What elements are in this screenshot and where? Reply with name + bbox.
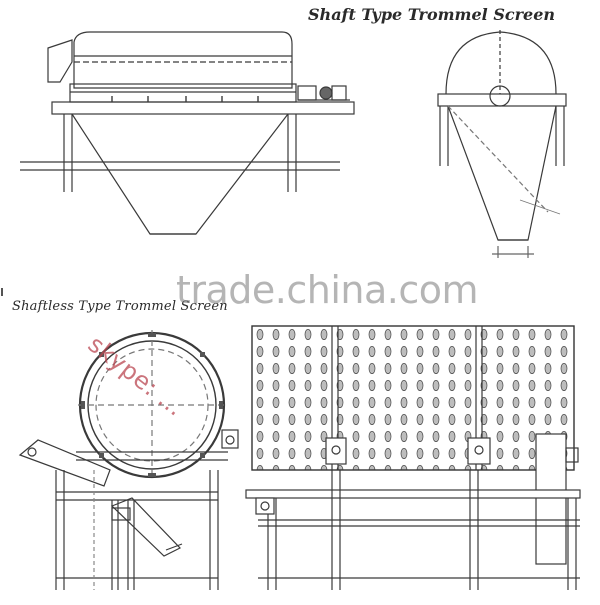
drum-cover [73, 31, 293, 89]
feed-chute [18, 439, 111, 487]
shaft-end-view [437, 30, 567, 258]
shaftless-end-view [18, 330, 239, 590]
discharge-chute [110, 497, 181, 557]
feed-hopper [47, 39, 73, 83]
perforated-drum [251, 325, 575, 471]
frame-beam [51, 101, 355, 115]
discharge-housing [535, 433, 567, 565]
feed-motor [255, 497, 275, 515]
shaft-side-view [20, 31, 355, 235]
discharge-hopper [71, 113, 289, 235]
drive-unit [221, 429, 239, 449]
drive-motor [297, 85, 317, 101]
end-drum-arc [445, 31, 557, 95]
frame-beam [245, 489, 581, 499]
drum-body [69, 83, 297, 103]
title-shaft-type: Shaft Type Trommel Screen [308, 5, 556, 24]
title-shaftless-type: Shaftless Type Trommel Screen [12, 299, 228, 314]
shaftless-side-view [245, 325, 581, 590]
